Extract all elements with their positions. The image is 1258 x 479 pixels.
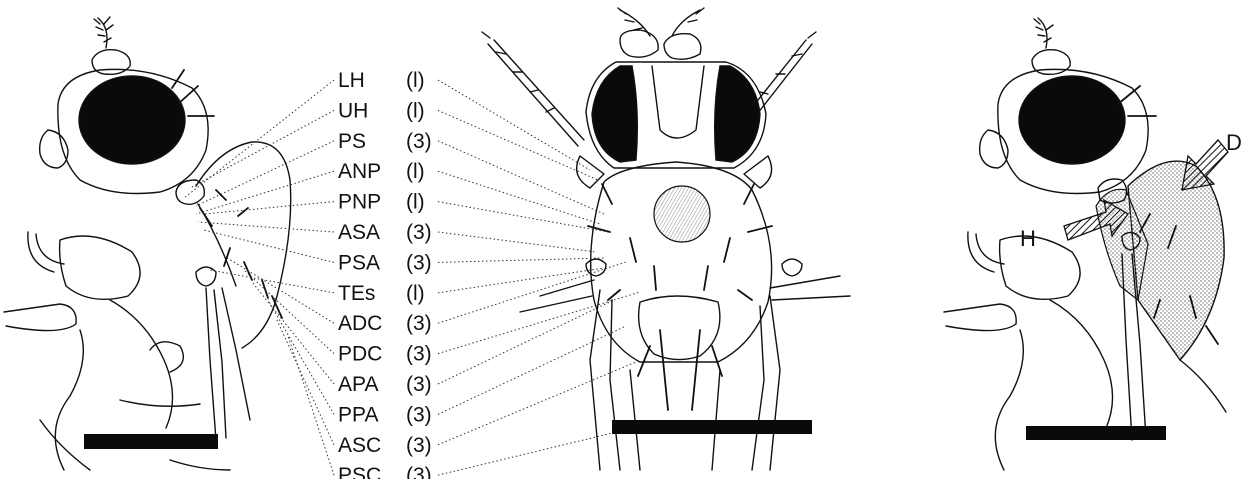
abdomen-band-right <box>1026 426 1166 440</box>
bristle-code-label: PNP <box>338 191 381 214</box>
leader-line-left <box>276 318 334 445</box>
leader-line-right <box>438 80 590 170</box>
leader-line-left <box>244 270 334 354</box>
bristle-count-label: (l) <box>406 99 425 122</box>
leader-line-left <box>190 110 334 188</box>
bristle-code-label: ASC <box>338 434 381 457</box>
bristle-code-label: TEs <box>338 282 375 305</box>
leader-line-right <box>438 110 598 180</box>
bristle-count-label: (3) <box>406 464 432 479</box>
bristle-count-label: (3) <box>406 130 432 153</box>
bristle-count-label: (3) <box>406 434 432 457</box>
leader-line-left <box>204 202 334 214</box>
leader-line-right <box>438 362 636 445</box>
bristle-code-label: LH <box>338 69 365 92</box>
leader-line-left <box>196 171 334 214</box>
leader-line-right <box>438 300 614 384</box>
leader-line-right <box>438 171 600 224</box>
bristle-code-label: ASA <box>338 221 380 244</box>
bristle-code-label: UH <box>338 99 368 122</box>
leader-line-left <box>184 80 334 198</box>
leader-line-left <box>288 336 334 475</box>
bristle-count-label: (l) <box>406 160 425 183</box>
compound-eye <box>79 76 185 164</box>
dorsal-spot <box>654 186 710 242</box>
leader-line-right <box>438 202 608 232</box>
bristle-count-label: (l) <box>406 282 425 305</box>
right-compound-eye <box>715 66 760 162</box>
bristle-count-label: (3) <box>406 403 432 426</box>
bristle-count-label: (3) <box>406 251 432 274</box>
leader-line-right <box>438 268 604 293</box>
zone-letter-d: D <box>1226 130 1242 155</box>
bristle-count-label: (3) <box>406 221 432 244</box>
bristle-count-label: (3) <box>406 312 432 335</box>
bristle-code-label: APA <box>338 373 378 396</box>
bristle-count-label: (l) <box>406 69 425 92</box>
bristle-count-label: (3) <box>406 373 432 396</box>
leader-line-left <box>198 222 334 232</box>
abdomen-band-dorsal <box>612 420 812 434</box>
bristle-count-label: (3) <box>406 343 432 366</box>
bristle-code-label: PSC <box>338 464 381 479</box>
bristle-count-label: (l) <box>406 191 425 214</box>
label-column: LH (l) UH (l) PS (3) ANP (l) PNP (l) ASA (3) PSA (3) T… <box>184 69 666 479</box>
bristle-code-label: PDC <box>338 343 382 366</box>
leader-line-left <box>210 270 334 293</box>
compound-eye-right-panel <box>1019 76 1125 164</box>
leader-line-left <box>204 230 334 262</box>
arrow-d <box>1182 140 1228 190</box>
right-lateral-view: H D <box>944 18 1242 470</box>
leader-line-right <box>438 258 604 262</box>
zone-letter-h: H <box>1020 226 1036 251</box>
left-lateral-view <box>4 17 291 470</box>
leader-line-right <box>438 292 640 354</box>
abdomen-band <box>84 434 218 449</box>
leader-line-right <box>438 232 596 252</box>
leader-line-left <box>268 300 334 414</box>
left-compound-eye <box>592 66 637 162</box>
bristle-code-label: PSA <box>338 251 380 274</box>
leader-line-left <box>252 282 334 384</box>
bristle-code-label: ANP <box>338 160 381 183</box>
bristle-code-label: ADC <box>338 312 382 335</box>
bristle-code-label: PS <box>338 130 366 153</box>
leader-line-right <box>438 262 626 323</box>
bristle-code-label: PPA <box>338 403 378 426</box>
middle-dorsal-view <box>482 8 850 470</box>
